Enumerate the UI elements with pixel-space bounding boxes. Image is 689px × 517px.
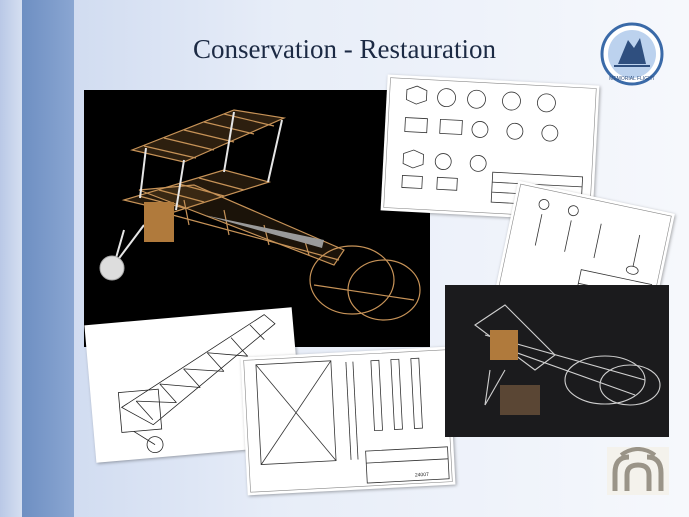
left-accent-bar (22, 0, 74, 517)
technical-drawing-parts (380, 74, 600, 222)
sheet4-code: 24007 (415, 472, 429, 479)
fuselage-render (445, 285, 669, 437)
logo-text: MEMORIAL FLIGHT (609, 76, 655, 82)
memorial-flight-logo-icon: MEMORIAL FLIGHT (600, 22, 664, 86)
frame-panel-drawing: 24007 (240, 346, 456, 496)
left-gradient-bar (0, 0, 22, 517)
arches-logo-icon (607, 447, 669, 495)
biplane-frame-render (84, 90, 430, 347)
slide-title: Conservation - Restauration (193, 34, 496, 64)
fuselage-wireframe-drawing (84, 307, 304, 463)
